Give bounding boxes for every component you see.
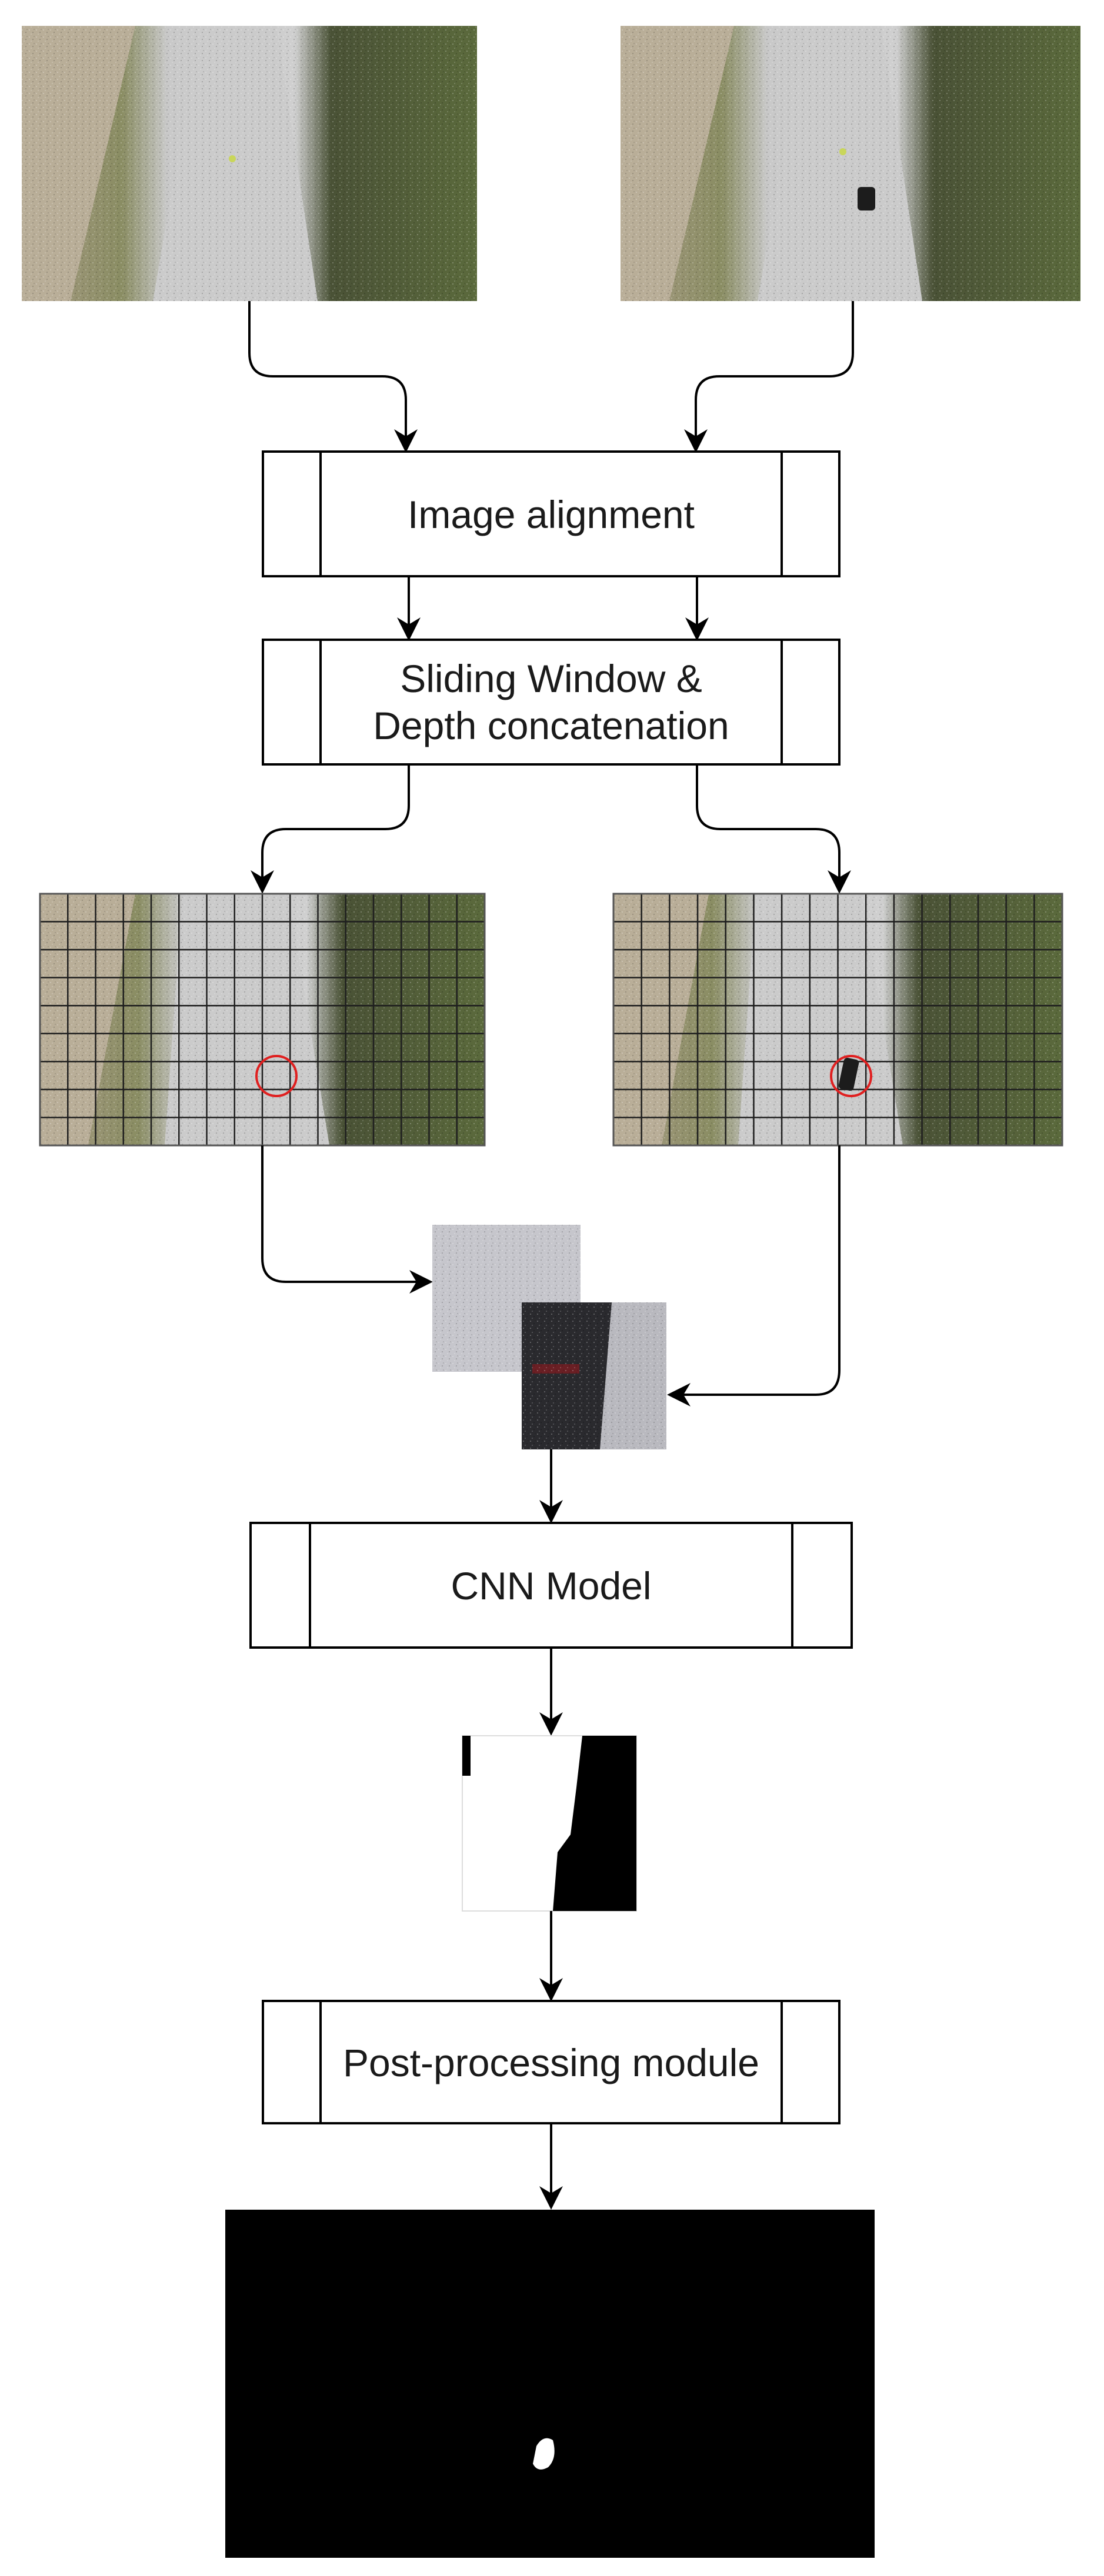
arrow-target-grid-to-patches (667, 1145, 840, 1406)
target-photo (621, 26, 1080, 301)
process-label: Post-processing module (343, 2041, 759, 2084)
reference-grid (39, 893, 486, 1147)
arrow-target-to-alignment (684, 301, 854, 453)
arrow-sliding-to-reference-grid (251, 764, 410, 894)
small-marker-icon (229, 155, 236, 162)
object-icon (838, 1058, 859, 1091)
process-label: CNN Model (451, 1564, 651, 1608)
sliding-window-grid (613, 894, 1062, 1145)
process-label-line-2: Depth concatenation (373, 704, 729, 747)
highlight-circle (255, 1055, 298, 1097)
arrow-reference-grid-to-patches (261, 1145, 433, 1294)
process-post-processing: Post-processing module (262, 2000, 840, 2124)
process-cnn-model: CNN Model (249, 1522, 853, 1649)
process-label: Image alignment (408, 493, 695, 536)
sliding-window-grid (40, 894, 485, 1145)
patch-pair (432, 1225, 666, 1449)
object-icon (858, 187, 875, 211)
reference-photo (22, 26, 477, 301)
highlight-circle (830, 1055, 872, 1097)
final-mask (225, 2210, 875, 2558)
detected-object-blob (533, 2438, 555, 2470)
arrow-sliding-to-target-grid (696, 764, 851, 894)
cnn-output-patch (462, 1735, 637, 1912)
process-image-alignment: Image alignment (262, 450, 840, 577)
small-marker-icon (839, 148, 846, 155)
process-sliding-window: Sliding Window & Depth concatenation (262, 639, 840, 766)
target-grid (612, 893, 1063, 1147)
process-label-line-1: Sliding Window & (400, 657, 702, 700)
arrow-reference-to-alignment (248, 301, 418, 453)
